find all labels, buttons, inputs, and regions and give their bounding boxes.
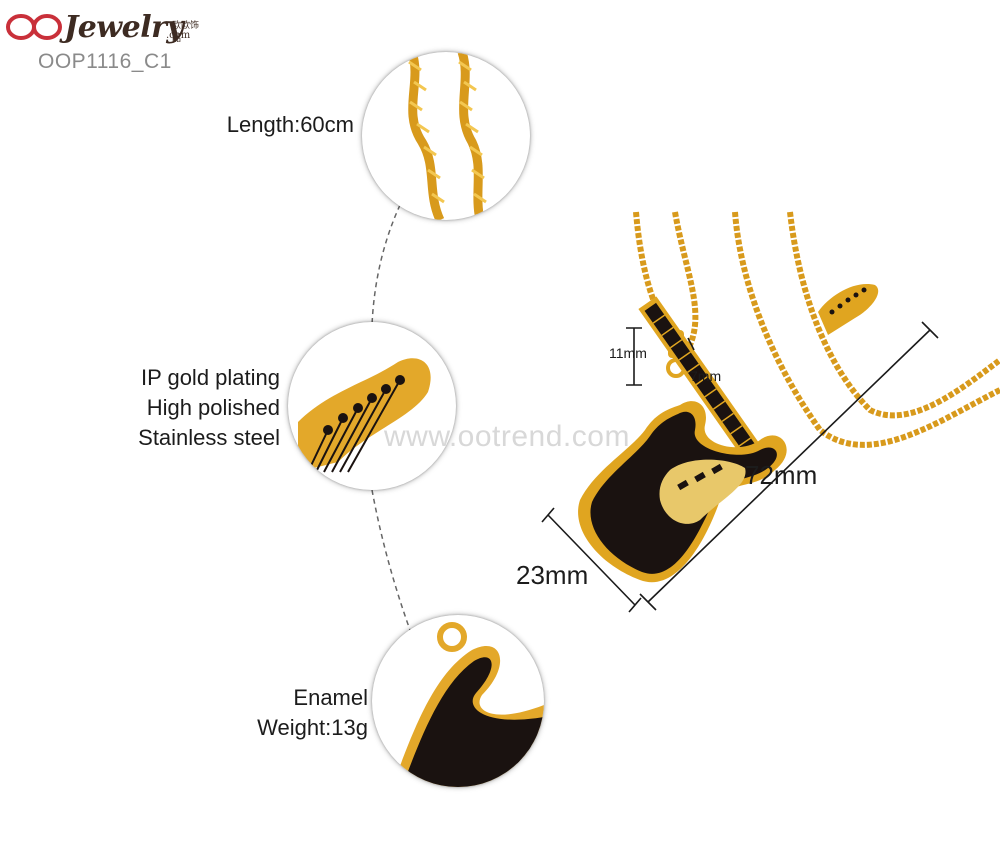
- length-text: Length:60cm: [226, 112, 354, 137]
- bail-height-label: 11mm: [609, 345, 647, 361]
- headstock-closeup-image: [288, 322, 456, 490]
- width-dimension-label: 23mm: [516, 560, 589, 590]
- guitar-pendant-image: [541, 211, 1000, 613]
- chain-closeup-image: [362, 52, 530, 220]
- plating-text: IP gold plating: [140, 365, 280, 390]
- steel-text: Stainless steel: [138, 425, 280, 450]
- brand-domain: .com: [166, 30, 191, 41]
- brand-chinese-name: 欧欧饰品: [172, 21, 200, 44]
- weight-text: Weight:13g: [257, 715, 368, 740]
- feature-enamel-label: Enamel Weight:13g: [257, 683, 368, 743]
- feature-material-label: IP gold plating High polished Stainless …: [138, 363, 280, 453]
- product-code: OOP1116_C1: [38, 50, 172, 73]
- body-closeup-image: [372, 615, 544, 787]
- feature-length-label: Length:60cm: [227, 110, 354, 140]
- enamel-text: Enamel: [293, 685, 368, 710]
- watermark-text: www.ootrend.com: [384, 420, 630, 453]
- double-o-logo-icon: [6, 14, 62, 40]
- brand-logo: Jewelry 欧欧饰品 .com OOP1116_C1: [6, 8, 206, 73]
- brand-name: Jewelry: [64, 10, 184, 45]
- bail-width-label: 7mm: [690, 368, 722, 384]
- polish-text: High polished: [146, 395, 280, 420]
- length-dimension-label: 72mm: [745, 460, 818, 490]
